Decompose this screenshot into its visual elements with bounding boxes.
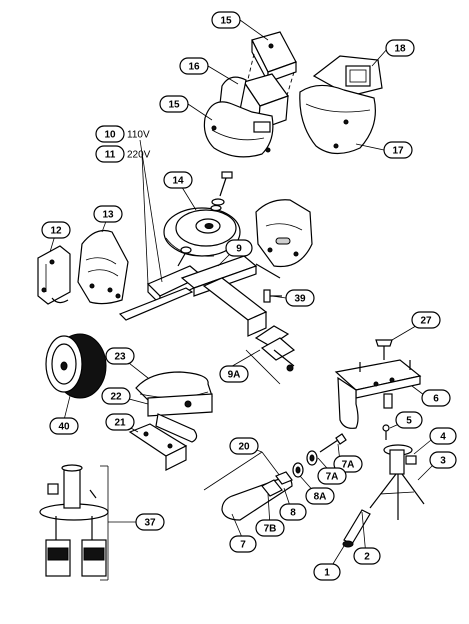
callout-12-label: 12: [50, 226, 62, 237]
part-37-motor-assembly: [39, 464, 136, 581]
part-19-cover-box: [243, 31, 297, 113]
right-dial-plate: [255, 199, 313, 268]
part-39-pin: [263, 289, 282, 303]
callout-3-label: 3: [440, 456, 446, 467]
callout-9a-label: 9A: [228, 370, 241, 381]
callout-22: 22: [101, 387, 131, 405]
callout-40: 40: [49, 417, 79, 435]
callout-8-label: 8: [290, 508, 296, 519]
callout-39: 39: [285, 289, 315, 307]
part-20-lever-arm: [203, 451, 293, 521]
part-23-22-tray: [135, 371, 213, 417]
callout-20-label: 20: [238, 442, 250, 453]
callout-6-label: 6: [433, 394, 439, 405]
callout-21-label: 21: [114, 418, 126, 429]
part-9-main-frame: [118, 246, 281, 337]
part-14-throwing-wheel: [163, 171, 241, 257]
callout-21: 21: [105, 413, 135, 431]
callout-5: 5: [395, 411, 423, 429]
callout-5-label: 5: [406, 416, 412, 427]
callout-10-label: 10: [104, 130, 116, 141]
callout-11-voltage: 220V: [127, 150, 151, 161]
callout-40-label: 40: [58, 422, 70, 433]
callout-16: 16: [179, 57, 209, 75]
callout-17: 17: [383, 141, 413, 159]
part-17-lower-chute: [299, 84, 376, 155]
callout-1-label: 1: [324, 568, 330, 579]
callout-12: 12: [41, 221, 71, 239]
callout-7: 7: [229, 535, 257, 553]
part-21-base-bracket: [128, 413, 198, 471]
callout-20: 20: [229, 437, 259, 455]
callout-16-label: 16: [188, 62, 200, 73]
callout-13-label: 13: [102, 210, 114, 221]
callout-4: 4: [429, 427, 457, 445]
callout-9a: 9A: [219, 365, 249, 383]
callout-22-label: 22: [110, 392, 122, 403]
part-3-tripod-legs: [369, 473, 425, 520]
callout-8a-label: 8A: [314, 492, 327, 503]
callout-2-label: 2: [364, 552, 370, 563]
callout-37-label: 37: [144, 518, 156, 529]
callout-11-label: 11: [105, 150, 116, 161]
callout-19-label: 15: [220, 16, 232, 27]
callout-18-label: 18: [394, 44, 406, 55]
part-15-base-housing: [203, 101, 274, 158]
callout-7b-label: 7B: [264, 524, 277, 535]
part-27-wing-screw: [375, 339, 393, 360]
part-8-washers-bolt: [292, 433, 347, 478]
part-13-dial-plate: [77, 229, 129, 305]
callout-37: 37: [135, 513, 165, 531]
callout-23-label: 23: [114, 352, 126, 363]
callout-7a-lower-label: 7A: [326, 472, 339, 483]
callout-8a: 8A: [305, 487, 335, 505]
callout-8: 8: [279, 503, 307, 521]
callout-9-label: 9: [236, 244, 242, 255]
callout-27-label: 27: [420, 316, 432, 327]
callout-17-label: 17: [392, 146, 404, 157]
callout-19: 15: [211, 11, 241, 29]
callout-3: 3: [429, 451, 457, 469]
callout-14-label: 14: [172, 176, 184, 187]
part-18-chute-hood: [312, 55, 383, 97]
part-6-handle-tray: [334, 359, 422, 429]
callout-1: 1: [313, 563, 341, 581]
callout-14: 14: [163, 171, 193, 189]
part-1-2-leg-tube: [342, 509, 371, 548]
callout-18: 18: [385, 39, 415, 57]
part-4-tripod-head: [383, 444, 417, 475]
callout-15: 15: [159, 95, 189, 113]
part-12-side-bracket: [37, 245, 71, 305]
part-5-screw: [382, 424, 390, 440]
callout-2: 2: [353, 547, 381, 565]
callout-15-label: 15: [168, 100, 180, 111]
callout-7a-upper-label: 7A: [342, 460, 355, 471]
callout-10-voltage: 110V: [127, 130, 150, 141]
callout-13: 13: [93, 205, 123, 223]
part-9a-clamp: [245, 325, 296, 385]
callout-7b: 7B: [255, 519, 285, 537]
callout-23: 23: [105, 347, 135, 365]
callout-6: 6: [421, 389, 451, 407]
callout-10: 10 110V: [95, 125, 150, 143]
callout-4-label: 4: [440, 432, 446, 443]
callout-39-label: 39: [294, 294, 306, 305]
callout-7a-lower: 7A: [317, 467, 347, 485]
callout-9: 9: [225, 239, 253, 257]
callout-7-label: 7: [240, 540, 246, 551]
callout-27: 27: [411, 311, 441, 329]
callout-11: 11 220V: [95, 145, 151, 163]
part-40-wheel-tire: [45, 333, 107, 399]
